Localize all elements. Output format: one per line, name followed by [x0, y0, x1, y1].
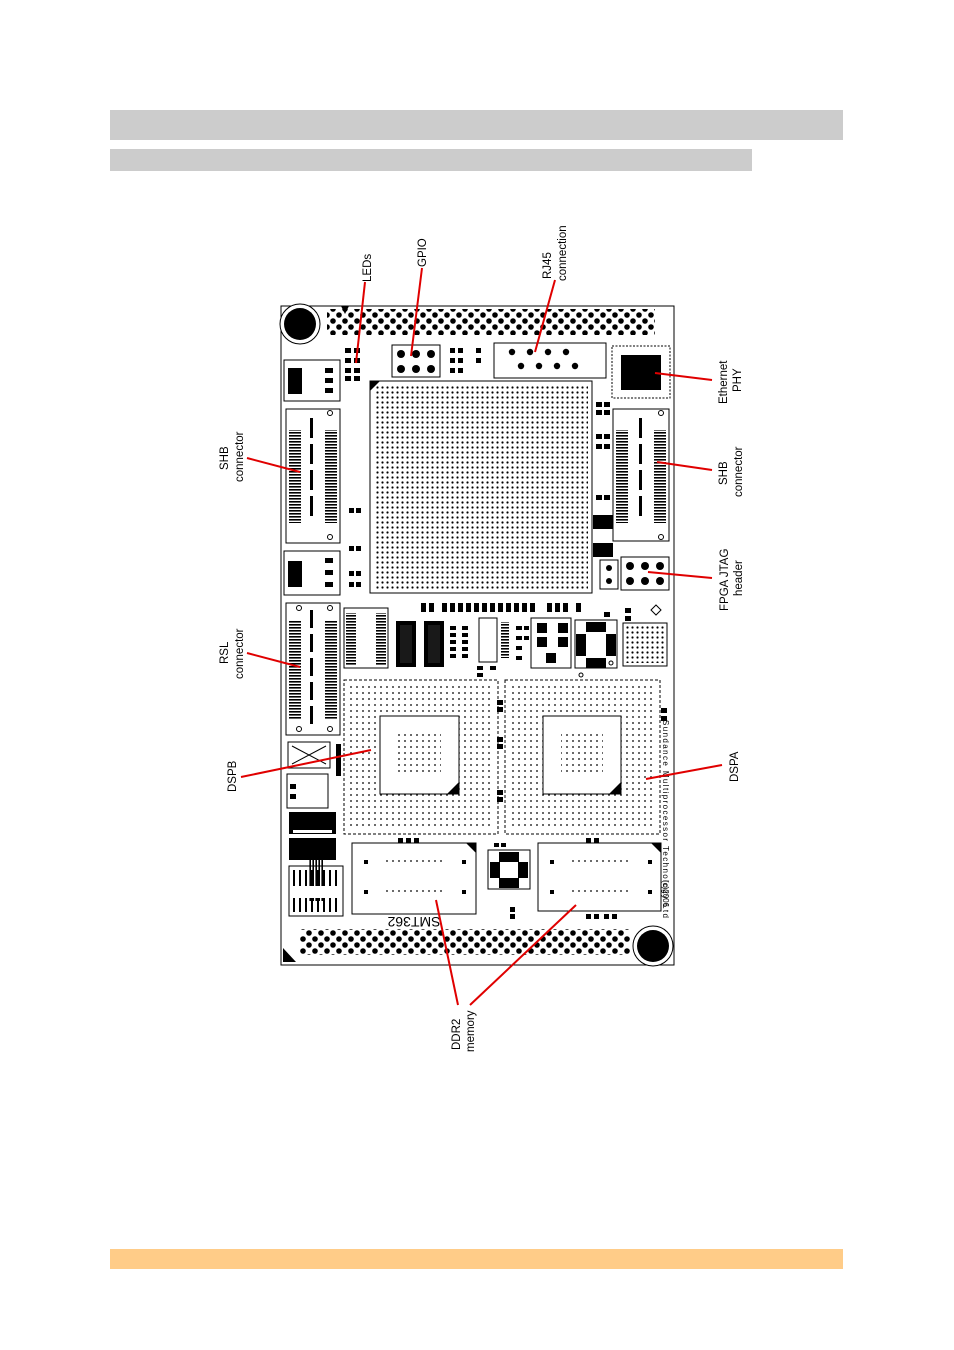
ddr2-label-line1: DDR2 [451, 1019, 463, 1050]
manufacturer-text: Sundance Multiprocessor Technology Ltd [661, 720, 670, 919]
ddr2-memory-right [537, 838, 662, 919]
fpga-jtag-label-line2: header [733, 560, 745, 596]
corner-marker [341, 306, 349, 314]
ethernet-label-line1: Ethernet [718, 360, 730, 404]
rj45-connector [493, 342, 607, 379]
ddr2-memory-left [351, 838, 477, 915]
rsl-connector [285, 602, 341, 736]
ethernet-label-line2: PHY [732, 368, 744, 392]
top-edge-holes [327, 309, 655, 335]
small-bga [622, 622, 668, 667]
rj45-label-line1: RJ45 [542, 252, 554, 279]
bottom-edge-holes [300, 929, 630, 955]
leds-label: LEDs [362, 254, 374, 282]
ddr2-label-line2: memory [465, 1010, 477, 1052]
subsection-header-bar [110, 149, 752, 171]
shb-left-label-line1: SHB [219, 446, 231, 470]
footer-bar [110, 1249, 843, 1269]
resistor-row [421, 603, 662, 621]
shb-connector-right [612, 408, 670, 542]
ethernet-phy-chip [611, 345, 671, 399]
gpio-header [391, 344, 441, 378]
rsl-label-line1: RSL [219, 641, 231, 664]
shb-right-label-line2: connector [733, 446, 745, 497]
shb-left-label-line2: connector [234, 431, 246, 482]
dspa-label: DSPA [729, 751, 741, 782]
fpga-bga [369, 380, 593, 594]
corner-marker [283, 948, 296, 962]
dspa-chip [504, 679, 661, 835]
rj45-label-line2: connection [557, 225, 569, 281]
callout-lines [240, 267, 723, 1006]
fpga-jtag-label-line1: FPGA JTAG [719, 549, 731, 611]
copyright-text: (c)2006 [661, 880, 670, 908]
dspb-label: DSPB [227, 760, 239, 792]
gpio-label: GPIO [417, 238, 429, 267]
board-model-text: SMT362 [387, 914, 440, 930]
dspb-chip [343, 679, 499, 835]
shb-connector-left [285, 408, 341, 544]
rsl-label-line2: connector [234, 628, 246, 679]
section-header-bar [110, 110, 843, 140]
shb-right-label-line1: SHB [718, 461, 730, 485]
